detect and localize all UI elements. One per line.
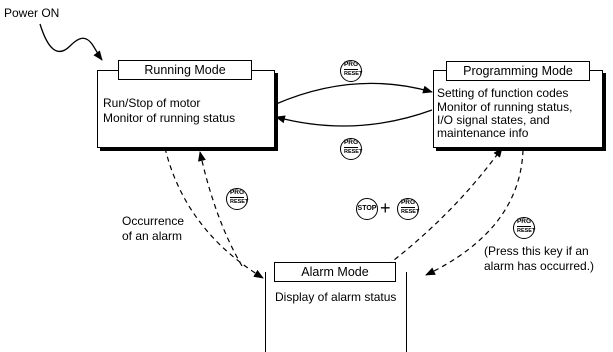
arrow-programming-to-alarm	[425, 149, 524, 276]
power-on-label: Power ON	[4, 6, 60, 20]
programming-mode-title: Programming Mode	[446, 61, 590, 81]
arrow-programming-to-running	[275, 109, 433, 127]
occurrence-label-line2: of an alarm	[122, 229, 183, 243]
plus-sign: +	[380, 198, 391, 218]
programming-mode-line1: Setting of function codes	[437, 86, 569, 100]
running-mode-line1: Run/Stop of motor	[103, 96, 201, 110]
arrow-alarm-to-running	[198, 151, 243, 267]
programming-mode-line2: Monitor of running status,	[437, 100, 573, 114]
running-mode-line2: Monitor of running status	[103, 111, 236, 125]
stop-key-icon: STOP	[356, 198, 378, 220]
running-mode-box	[97, 70, 275, 148]
arrow-running-to-alarm	[164, 147, 264, 279]
arrow-alarm-to-programming	[372, 147, 503, 277]
press-key-note-line2: alarm has occurred.)	[484, 259, 595, 273]
power-on-arrow	[39, 23, 103, 61]
programming-mode-line4: maintenance info	[437, 126, 529, 140]
press-key-note-line1: (Press this key if an	[484, 244, 589, 258]
occurrence-label-line1: Occurrence	[122, 214, 185, 228]
programming-mode-line3: I/O signal states, and	[437, 113, 550, 127]
alarm-mode-title: Alarm Mode	[274, 262, 396, 282]
alarm-mode-box	[265, 272, 407, 352]
alarm-mode-line1: Display of alarm status	[275, 290, 397, 304]
arrow-running-to-programming	[275, 82, 433, 105]
running-mode-title: Running Mode	[118, 60, 252, 80]
